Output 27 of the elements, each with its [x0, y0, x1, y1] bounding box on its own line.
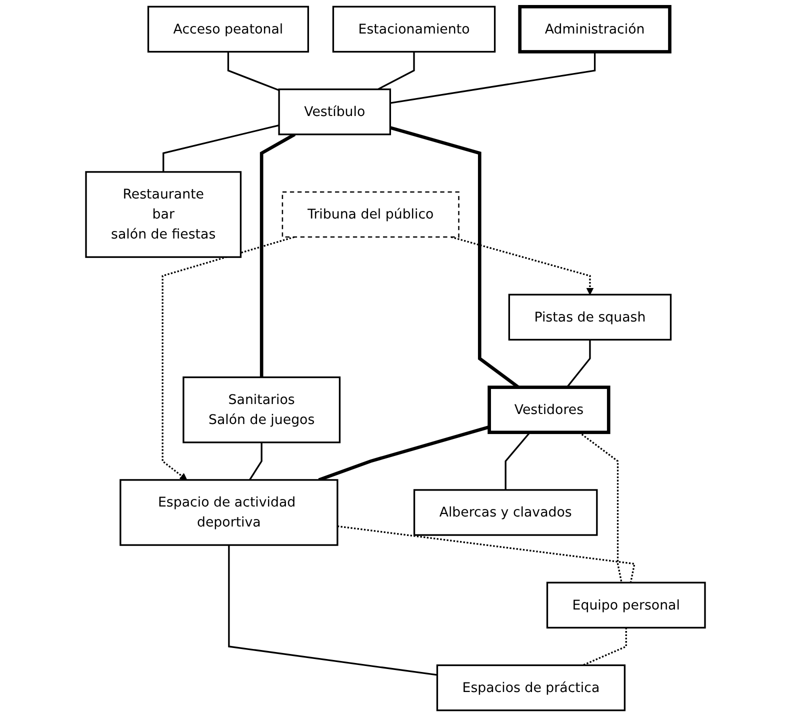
node-box: Tribuna del público — [282, 191, 460, 238]
connector — [337, 525, 636, 583]
node-box: Equipo personal — [546, 582, 706, 629]
connector — [578, 432, 622, 583]
connector — [504, 432, 531, 490]
node-box: Albercas y clavados — [413, 489, 598, 536]
node-box: Pistas de squash — [508, 294, 672, 341]
node-box: Espacios de práctica — [436, 664, 626, 712]
connector — [227, 52, 280, 92]
connector — [566, 340, 591, 388]
connector — [378, 52, 415, 90]
connector — [260, 132, 296, 378]
node-box: Vestíbulo — [278, 88, 392, 136]
connector — [390, 52, 596, 104]
connector — [228, 545, 438, 676]
node-box: Acceso peatonal — [147, 6, 309, 53]
node-box: Restaurante bar salón de fiestas — [85, 171, 242, 258]
connector — [318, 425, 490, 482]
node-box: Espacio de actividad deportiva — [120, 479, 338, 546]
node-box: Sanitarios Salón de juegos — [182, 376, 341, 444]
node-box: Administración — [518, 5, 672, 54]
connector — [582, 628, 627, 666]
node-box: Vestidores — [488, 386, 610, 434]
connector — [162, 124, 280, 172]
node-box: Estacionamiento — [332, 6, 496, 53]
connector — [248, 442, 262, 480]
arrow — [162, 236, 294, 480]
